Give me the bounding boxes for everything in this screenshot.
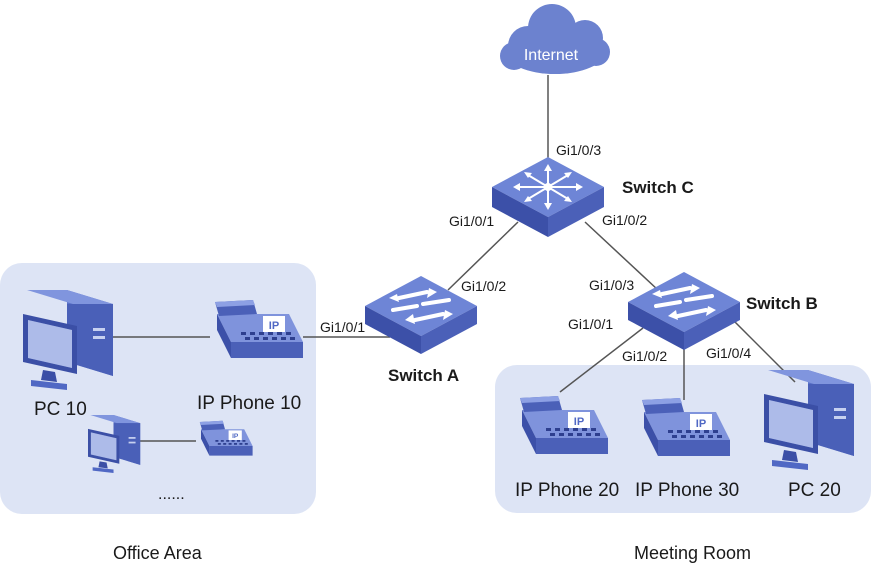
switch-c-label: Switch C xyxy=(622,178,694,197)
internet-label: Internet xyxy=(524,47,579,64)
switch-b-port-4: Gi1/0/4 xyxy=(706,345,751,361)
switch-c-port-right: Gi1/0/2 xyxy=(602,212,647,228)
pc-20-label: PC 20 xyxy=(788,480,841,501)
switch-b-label: Switch B xyxy=(746,294,818,313)
switch-c-port-left: Gi1/0/1 xyxy=(449,213,494,229)
switch-a-port-up: Gi1/0/2 xyxy=(461,278,506,294)
switch-a-label: Switch A xyxy=(388,366,459,385)
link-switch-c-switch-b xyxy=(584,221,659,291)
link-switch-b-phone20 xyxy=(559,327,644,393)
office-area-zone xyxy=(0,263,316,514)
meeting-room-title: Meeting Room xyxy=(634,543,751,563)
link-switch-c-switch-a xyxy=(447,221,519,291)
switch-b-port-up: Gi1/0/3 xyxy=(589,277,634,293)
ip-phone-10-label: IP Phone 10 xyxy=(197,393,301,414)
switch-a-port-down: Gi1/0/1 xyxy=(320,319,365,335)
switch-c-port-up: Gi1/0/3 xyxy=(556,142,601,158)
links xyxy=(113,75,796,442)
office-area-title: Office Area xyxy=(113,543,203,563)
switch-b-port-1: Gi1/0/1 xyxy=(568,316,613,332)
ip-phone-30-label: IP Phone 30 xyxy=(635,480,739,501)
more-devices-ellipsis: ...... xyxy=(158,486,185,503)
cloud-icon xyxy=(500,4,610,74)
switch-icon xyxy=(626,270,742,352)
switch-b-port-2: Gi1/0/2 xyxy=(622,348,667,364)
ip-phone-20-label: IP Phone 20 xyxy=(515,480,619,501)
pc-10-label: PC 10 xyxy=(34,399,87,420)
